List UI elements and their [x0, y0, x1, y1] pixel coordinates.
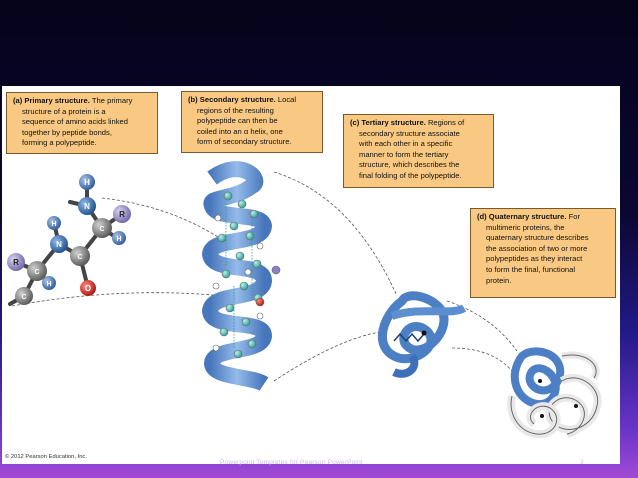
helix-atoms — [212, 191, 281, 359]
primary-structure-molecule: H N R C H H N C O R C — [7, 174, 131, 306]
atom-label-h: H — [84, 178, 90, 187]
quaternary-line-7: protein. — [486, 275, 512, 285]
quaternary-line-1: For — [568, 212, 580, 221]
quaternary-line-6: to form the final, functional — [486, 264, 576, 274]
atom-label-h: H — [116, 236, 121, 243]
carbon-atom — [27, 261, 47, 281]
tertiary-line-4: manner to form the tertiary — [359, 149, 449, 159]
tertiary-line-6: final folding of the polypeptide. — [359, 170, 462, 180]
primary-line-1: The primary — [91, 96, 133, 105]
tertiary-line-3: with each other in a specific — [359, 139, 453, 149]
oxygen-atom — [80, 280, 96, 296]
atom-label-n: N — [84, 202, 90, 211]
secondary-line-4: coiled into an α helix, one — [197, 126, 283, 136]
primary-line-4: together by peptide bonds, — [22, 127, 112, 137]
atom-label-h: H — [46, 281, 51, 288]
r-group-atom — [113, 205, 131, 223]
hydrogen-atom — [79, 174, 95, 190]
nitrogen-atom — [50, 235, 68, 253]
slide-footer: Powerpoint Templates for Pearson PowerPo… — [220, 459, 363, 466]
quaternary-line-5: polypeptides as they interact — [486, 254, 583, 264]
atom-label-h: H — [51, 221, 56, 228]
tertiary-structure-title: (c) Tertiary structure. — [350, 118, 428, 127]
copyright-notice: © 2012 Pearson Education, Inc. — [5, 454, 87, 460]
secondary-line-1: Local — [277, 95, 297, 104]
primary-structure-title: (a) Primary structure. — [13, 96, 92, 105]
secondary-line-3: polypeptide can then be — [197, 116, 278, 126]
primary-line-2: structure of a protein is a — [22, 106, 106, 116]
secondary-line-5: form of secondary structure. — [197, 137, 292, 147]
quaternary-line-4: the association of two or more — [486, 243, 588, 253]
atom-label-o: O — [85, 284, 91, 293]
tertiary-structure-box: (c) Tertiary structure. Regions of secon… — [343, 114, 494, 188]
tertiary-structure — [378, 291, 467, 378]
tertiary-line-5: structure, which describes the — [359, 160, 460, 170]
tertiary-line-2: secondary structure associate — [359, 128, 460, 138]
hydrogen-atom — [47, 216, 61, 230]
primary-structure-box: (a) Primary structure. The primary struc… — [6, 92, 158, 154]
protein-structure-diagram: H N R C H H N C O R C — [7, 161, 602, 439]
carbon-atom — [15, 287, 33, 305]
atom-label-c: C — [99, 226, 104, 233]
tertiary-line-1: Regions of — [427, 118, 465, 127]
hydrogen-atom — [112, 231, 126, 245]
atom-label-c: C — [34, 269, 39, 276]
secondary-structure-box: (b) Secondary structure. Local regions o… — [181, 91, 323, 153]
atom-label-c: C — [21, 294, 26, 301]
carbon-atom — [70, 246, 90, 266]
hydrogen-atom — [42, 276, 56, 290]
carbon-atom — [92, 218, 112, 238]
atom-label-c: C — [77, 254, 82, 261]
quaternary-structure-title: (d) Quaternary structure. — [477, 212, 569, 221]
quaternary-line-3: quaternary structure describes — [486, 233, 589, 243]
quaternary-structure-box: (d) Quaternary structure. For multimeric… — [470, 208, 616, 298]
secondary-structure-title: (b) Secondary structure. — [188, 95, 278, 104]
connector-lines — [11, 171, 518, 382]
primary-line-5: forming a polypeptide. — [22, 138, 97, 148]
atom-label-r: R — [119, 210, 125, 219]
alpha-helix — [202, 161, 281, 392]
quaternary-line-2: multimeric proteins, the — [486, 222, 565, 232]
nitrogen-atom — [78, 197, 96, 215]
atom-label-n: N — [56, 240, 62, 249]
primary-line-3: sequence of amino acids linked — [22, 117, 128, 127]
r-group-atom — [7, 253, 25, 271]
secondary-line-2: regions of the resulting — [197, 105, 274, 115]
atom-label-r: R — [13, 258, 19, 267]
quaternary-structure — [507, 347, 602, 439]
page-number: 3 — [580, 459, 584, 466]
